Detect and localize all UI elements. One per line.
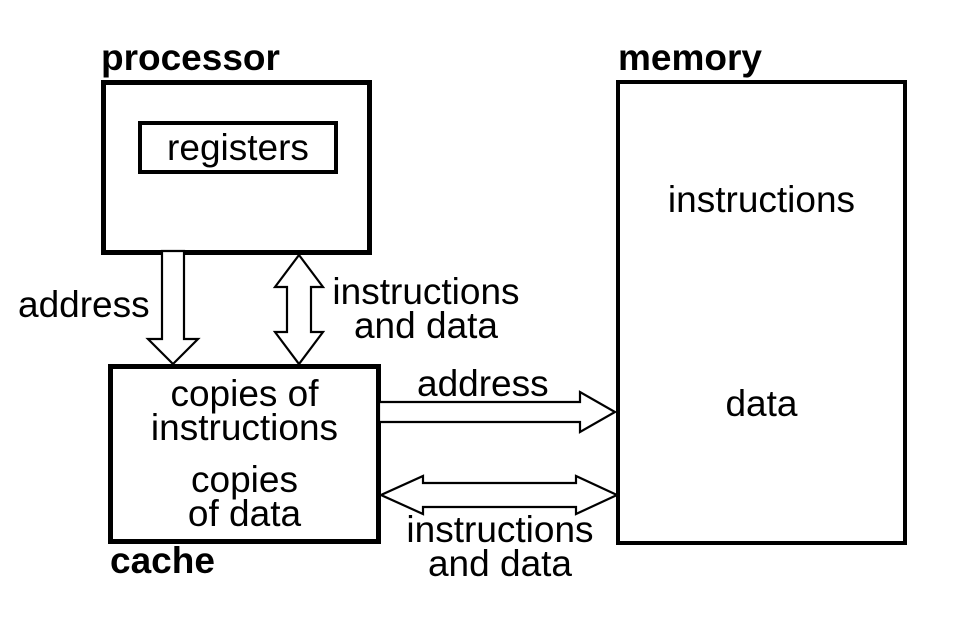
memory-title: memory <box>618 37 762 78</box>
cache-copies-of-instructions-label: copies of instructions <box>108 373 381 448</box>
edge-label-line: and data <box>353 305 499 346</box>
cache-to-memory-address-label: address <box>417 363 549 404</box>
processor-title: processor <box>101 37 280 78</box>
cache-title: cache <box>110 540 215 581</box>
edge-label-line: and data <box>427 543 573 584</box>
cache-copies-line: instructions <box>150 407 339 448</box>
edge-label-line: instructions <box>406 509 594 550</box>
cache-copies-line: copies <box>191 459 298 500</box>
processor-to-cache-address-arrow <box>145 249 201 366</box>
registers-box: registers <box>138 121 338 174</box>
cache-copies-of-data-label: copies of data <box>108 459 381 534</box>
cache-box <box>108 364 381 544</box>
processor-cache-instructions-and-data-label: instructions and data <box>306 271 546 346</box>
edge-label-line: instructions <box>332 271 520 312</box>
memory-instructions-label: instructions <box>667 179 856 220</box>
cache-copies-line: of data <box>187 493 302 534</box>
memory-box <box>616 80 907 545</box>
memory-data-label: data <box>725 383 798 424</box>
cache-memory-instructions-and-data-label: instructions and data <box>380 509 620 584</box>
registers-label: registers <box>167 126 309 168</box>
processor-to-cache-address-label: address <box>18 284 150 325</box>
cache-copies-line: copies of <box>170 373 319 414</box>
